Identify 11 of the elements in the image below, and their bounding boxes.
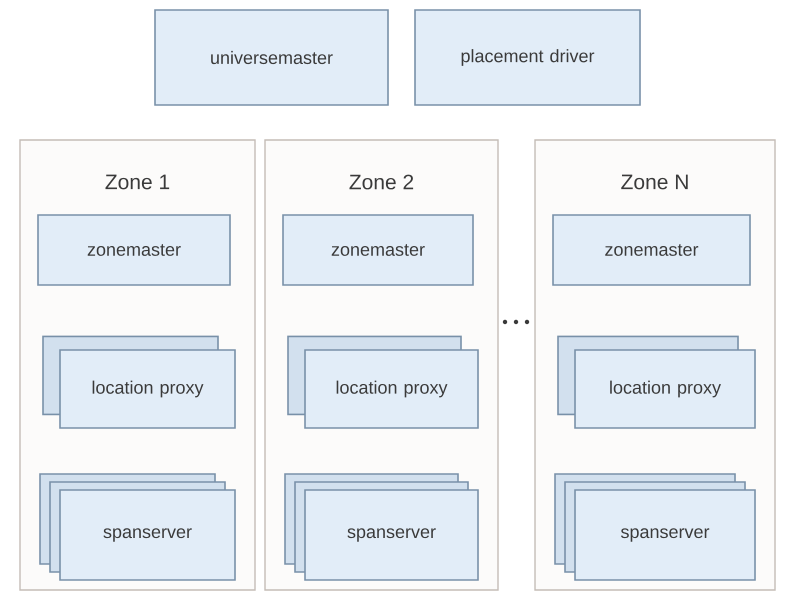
stacked-box: spanserver xyxy=(284,473,479,581)
server-box: placement driver xyxy=(414,9,641,106)
stacked-box: spanserver xyxy=(39,473,236,581)
stacked-box: location proxy xyxy=(287,336,479,429)
server-box: universemaster xyxy=(154,9,389,106)
stacked-box: location proxy xyxy=(42,336,236,429)
zonemaster-box: zonemaster xyxy=(37,214,231,286)
zonemaster-box: zonemaster xyxy=(552,214,751,286)
stacked-box: spanserver xyxy=(554,473,756,581)
zonemaster-box: zonemaster xyxy=(282,214,474,286)
stacked-box: location proxy xyxy=(557,336,756,429)
